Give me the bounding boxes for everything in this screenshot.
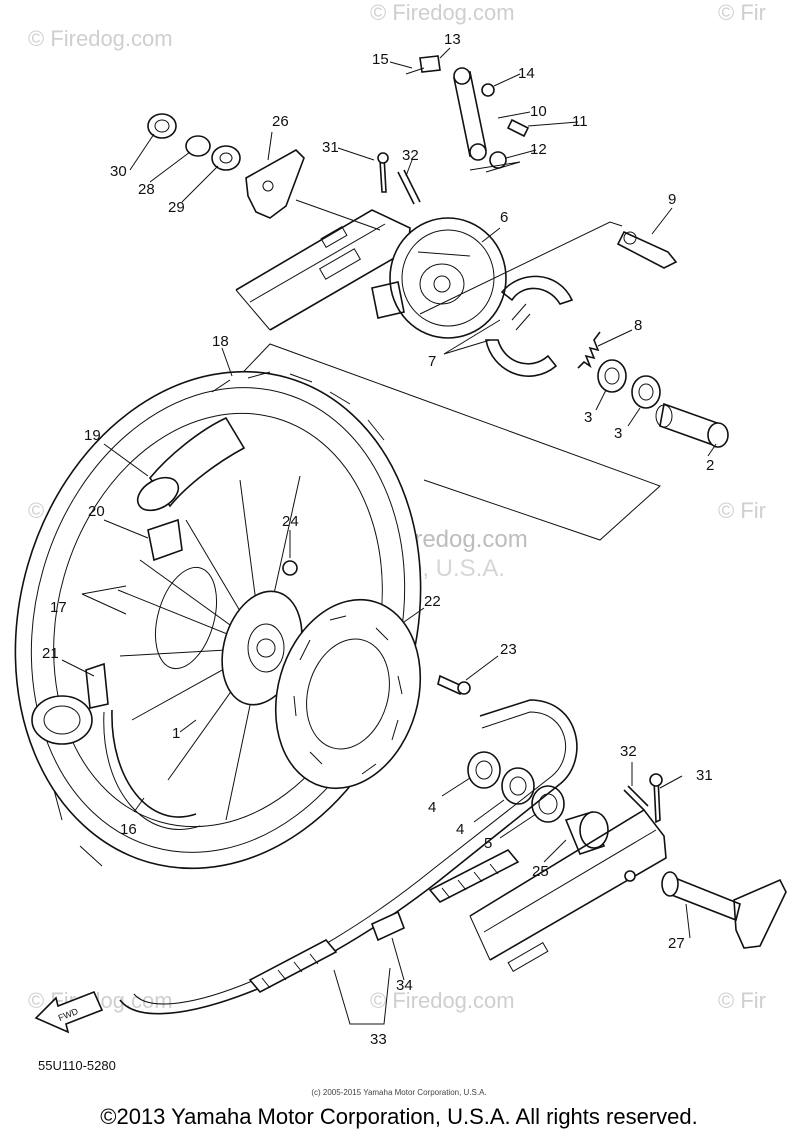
label-part-16: 16 bbox=[120, 821, 137, 838]
part-labels: 1 2 3 3 4 4 5 6 7 8 9 10 11 12 13 14 15 … bbox=[42, 31, 714, 1048]
label-part-18: 18 bbox=[212, 333, 229, 350]
label-part-25: 25 bbox=[532, 863, 549, 880]
label-part-27: 27 bbox=[668, 935, 685, 952]
label-part-9: 9 bbox=[668, 191, 676, 208]
nipple-24 bbox=[282, 560, 298, 576]
label-part-24: 24 bbox=[282, 513, 299, 530]
watermark-mid-right: © Fir bbox=[718, 498, 766, 523]
hub-bearings-right bbox=[597, 359, 661, 409]
label-part-32b: 32 bbox=[620, 743, 637, 760]
rear-axle bbox=[661, 871, 787, 949]
watermark-top-right: © Fir bbox=[718, 0, 766, 25]
label-part-3a: 3 bbox=[584, 409, 592, 426]
brake-shoes bbox=[485, 275, 574, 377]
hub-bearings-left bbox=[467, 751, 565, 823]
label-part-23: 23 bbox=[500, 641, 517, 658]
watermark-bottom-center: © Firedog.com bbox=[370, 988, 515, 1013]
label-part-31b: 31 bbox=[696, 767, 713, 784]
label-part-7: 7 bbox=[428, 353, 436, 370]
axle-collar bbox=[564, 811, 609, 855]
label-part-33: 33 bbox=[370, 1031, 387, 1048]
axle-spacer bbox=[655, 402, 729, 448]
label-part-20: 20 bbox=[88, 503, 105, 520]
drawing-code: 55U110-5280 bbox=[38, 1058, 116, 1073]
brake-spring bbox=[577, 331, 601, 369]
swingarm-upper bbox=[235, 209, 411, 331]
label-part-26: 26 bbox=[272, 113, 289, 130]
label-part-32a: 32 bbox=[402, 147, 419, 164]
rear-sprocket bbox=[274, 598, 422, 790]
label-part-19: 19 bbox=[84, 427, 101, 444]
label-part-4a: 4 bbox=[428, 799, 436, 816]
label-part-34: 34 bbox=[396, 977, 413, 994]
label-part-28: 28 bbox=[138, 181, 155, 198]
drive-chain bbox=[119, 699, 578, 1015]
label-part-12: 12 bbox=[530, 141, 547, 158]
label-part-10: 10 bbox=[530, 103, 547, 120]
leader-lines bbox=[61, 47, 717, 1025]
torque-rod bbox=[405, 55, 530, 169]
label-part-4b: 4 bbox=[456, 821, 464, 838]
label-part-30: 30 bbox=[110, 163, 127, 180]
swingarm-lower bbox=[469, 808, 667, 973]
rim-lock bbox=[147, 518, 183, 562]
label-part-5: 5 bbox=[484, 835, 492, 852]
label-part-22: 22 bbox=[424, 593, 441, 610]
label-part-21: 21 bbox=[42, 645, 59, 662]
label-part-14: 14 bbox=[518, 65, 535, 82]
label-part-11: 11 bbox=[572, 113, 588, 130]
label-part-2: 2 bbox=[706, 457, 714, 474]
label-part-29: 29 bbox=[168, 199, 185, 216]
sprocket-bolt bbox=[437, 674, 471, 696]
cotter-and-pin-upper bbox=[377, 152, 421, 205]
brake-panel bbox=[371, 217, 507, 339]
rim-band bbox=[136, 416, 246, 512]
footer-copyright: ©2013 Yamaha Motor Corporation, U.S.A. A… bbox=[100, 1104, 698, 1129]
fwd-arrow: FWD bbox=[34, 990, 104, 1034]
label-part-13: 13 bbox=[444, 31, 461, 48]
label-part-17: 17 bbox=[50, 599, 67, 616]
label-part-31a: 31 bbox=[322, 139, 339, 156]
valve-and-tire-bead bbox=[31, 662, 109, 745]
hub-washers bbox=[147, 113, 241, 171]
cotter-and-pin-lower bbox=[623, 773, 663, 824]
label-part-1: 1 bbox=[172, 725, 180, 742]
label-part-6: 6 bbox=[500, 209, 508, 226]
brake-camshaft bbox=[616, 230, 678, 269]
label-part-15: 15 bbox=[372, 51, 389, 68]
inner-tube bbox=[103, 709, 201, 830]
label-part-3b: 3 bbox=[614, 425, 622, 442]
watermark-top-center: © Firedog.com bbox=[370, 0, 515, 25]
watermark-top-left: © Firedog.com bbox=[28, 26, 173, 51]
watermark-bottom-right: © Fir bbox=[718, 988, 766, 1013]
label-part-8: 8 bbox=[634, 317, 642, 334]
chain-adjuster-plate bbox=[245, 149, 305, 219]
small-copyright: (c) 2005-2015 Yamaha Motor Corporation, … bbox=[311, 1088, 487, 1097]
